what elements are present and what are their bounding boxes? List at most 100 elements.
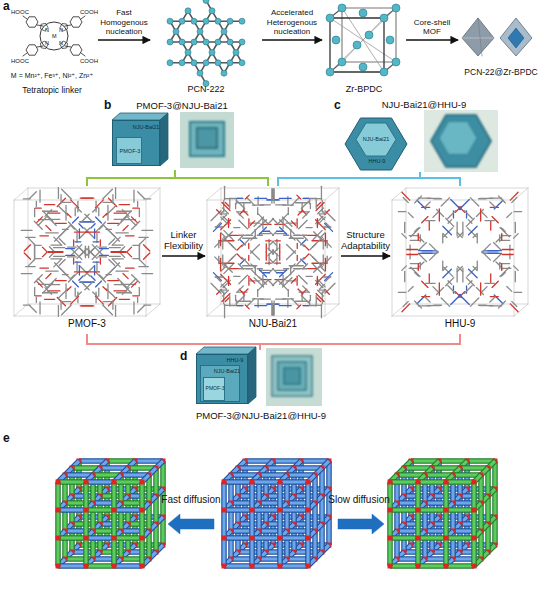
lattice-bar: [278, 482, 281, 510]
framework-bond: [291, 221, 295, 225]
framework-bond: [139, 287, 140, 295]
lattice-bar: [58, 563, 86, 569]
lattice-bar: [111, 482, 117, 510]
lattice-bar: [56, 538, 59, 566]
framework-bond: [422, 217, 428, 223]
micrograph-background: [266, 348, 322, 406]
framework-bond: [127, 247, 132, 252]
framework-bond: [220, 290, 224, 294]
framework-bond: [439, 209, 440, 221]
crystal-image: [284, 368, 300, 384]
framework-bond: [279, 198, 291, 199]
framework-bond: [75, 241, 81, 242]
lattice-bar: [58, 536, 86, 539]
framework-bond: [139, 209, 140, 217]
green-bracket: [174, 170, 176, 178]
zr-cluster: [239, 60, 245, 66]
framework-bond: [480, 305, 493, 306]
linker-strut: [383, 18, 384, 72]
framework-bond: [442, 234, 443, 243]
framework-bond: [325, 223, 333, 231]
metal-node: [56, 564, 61, 569]
metal-node: [222, 480, 227, 485]
linker-strut: [342, 7, 396, 8]
framework-bond: [79, 266, 80, 275]
crystal-photos: [462, 18, 532, 56]
framework-bond: [252, 298, 263, 299]
framework-bond: [220, 234, 221, 246]
unit-cell-edge: [392, 316, 514, 317]
lattice-bar: [280, 507, 308, 513]
bond-line: [81, 16, 85, 19]
crystal-side-face: [160, 113, 168, 166]
framework-bond: [93, 207, 98, 212]
lattice-bar: [58, 508, 86, 511]
framework-bond: [427, 198, 440, 199]
framework-bond: [482, 287, 487, 292]
lattice-bar: [139, 538, 145, 566]
framework-bond: [443, 269, 452, 278]
framework-bond: [111, 252, 126, 253]
zr-cluster: [215, 39, 221, 45]
framework-bond: [46, 270, 58, 271]
bond-line: [65, 25, 71, 26]
lattice-bar: [249, 538, 255, 566]
framework-bond: [470, 298, 478, 306]
lattice-bar: [114, 564, 142, 567]
framework-bond: [139, 237, 148, 238]
framework-bond: [132, 282, 138, 288]
framework-bond: [287, 244, 296, 253]
framework-bond: [291, 279, 295, 283]
lattice-bar: [278, 510, 281, 538]
metal-node: [84, 480, 89, 485]
framework-bond: [103, 189, 113, 199]
zr-cluster: [392, 4, 400, 12]
lattice-bar: [84, 482, 87, 510]
framework-bond: [442, 261, 443, 270]
zr-cluster: [221, 29, 227, 35]
framework-bond: [76, 262, 77, 271]
unit-cell-edge: [14, 200, 146, 201]
framework-bond: [426, 283, 435, 284]
linker-strut: [342, 61, 396, 62]
zr-cluster: [239, 18, 245, 24]
framework-bond: [303, 305, 309, 306]
framework-bond: [107, 205, 108, 220]
framework-bond: [309, 198, 321, 199]
framework-bond: [429, 221, 430, 230]
framework-bond: [429, 274, 430, 283]
micrograph-background: [180, 112, 234, 168]
framework-bond: [26, 237, 35, 238]
framework-bond: [35, 295, 41, 296]
zr-cluster: [380, 14, 388, 22]
framework-bond: [248, 276, 249, 285]
framework-bond: [74, 271, 87, 272]
framework-bond: [473, 266, 477, 270]
framework-bond: [316, 293, 324, 301]
framework-bond: [250, 279, 254, 283]
framework-bond: [237, 254, 242, 259]
framework-bond: [317, 276, 318, 285]
zr-cluster: [221, 70, 227, 76]
framework-bond: [273, 189, 274, 201]
framework-bond: [464, 211, 472, 219]
lattice-bar: [140, 510, 143, 538]
lattice-bar: [86, 507, 114, 513]
framework-bond: [477, 261, 478, 270]
unit-cell-edge: [14, 304, 28, 316]
framework-bond: [79, 224, 83, 228]
framework-bond: [127, 279, 136, 288]
framework-bond: [272, 189, 273, 201]
framework-bond: [322, 211, 326, 215]
unit-cell-edge: [325, 304, 339, 316]
lattice-bar: [277, 538, 283, 566]
framework-bond: [82, 197, 94, 198]
lattice-bar: [252, 563, 280, 569]
framework-bond: [21, 230, 32, 231]
framework-bond: [39, 302, 40, 314]
phenyl-ring: [70, 45, 82, 55]
framework-bond: [29, 238, 35, 244]
framework-bond: [304, 245, 309, 250]
framework-bond: [71, 296, 79, 304]
framework-bond: [44, 204, 54, 205]
